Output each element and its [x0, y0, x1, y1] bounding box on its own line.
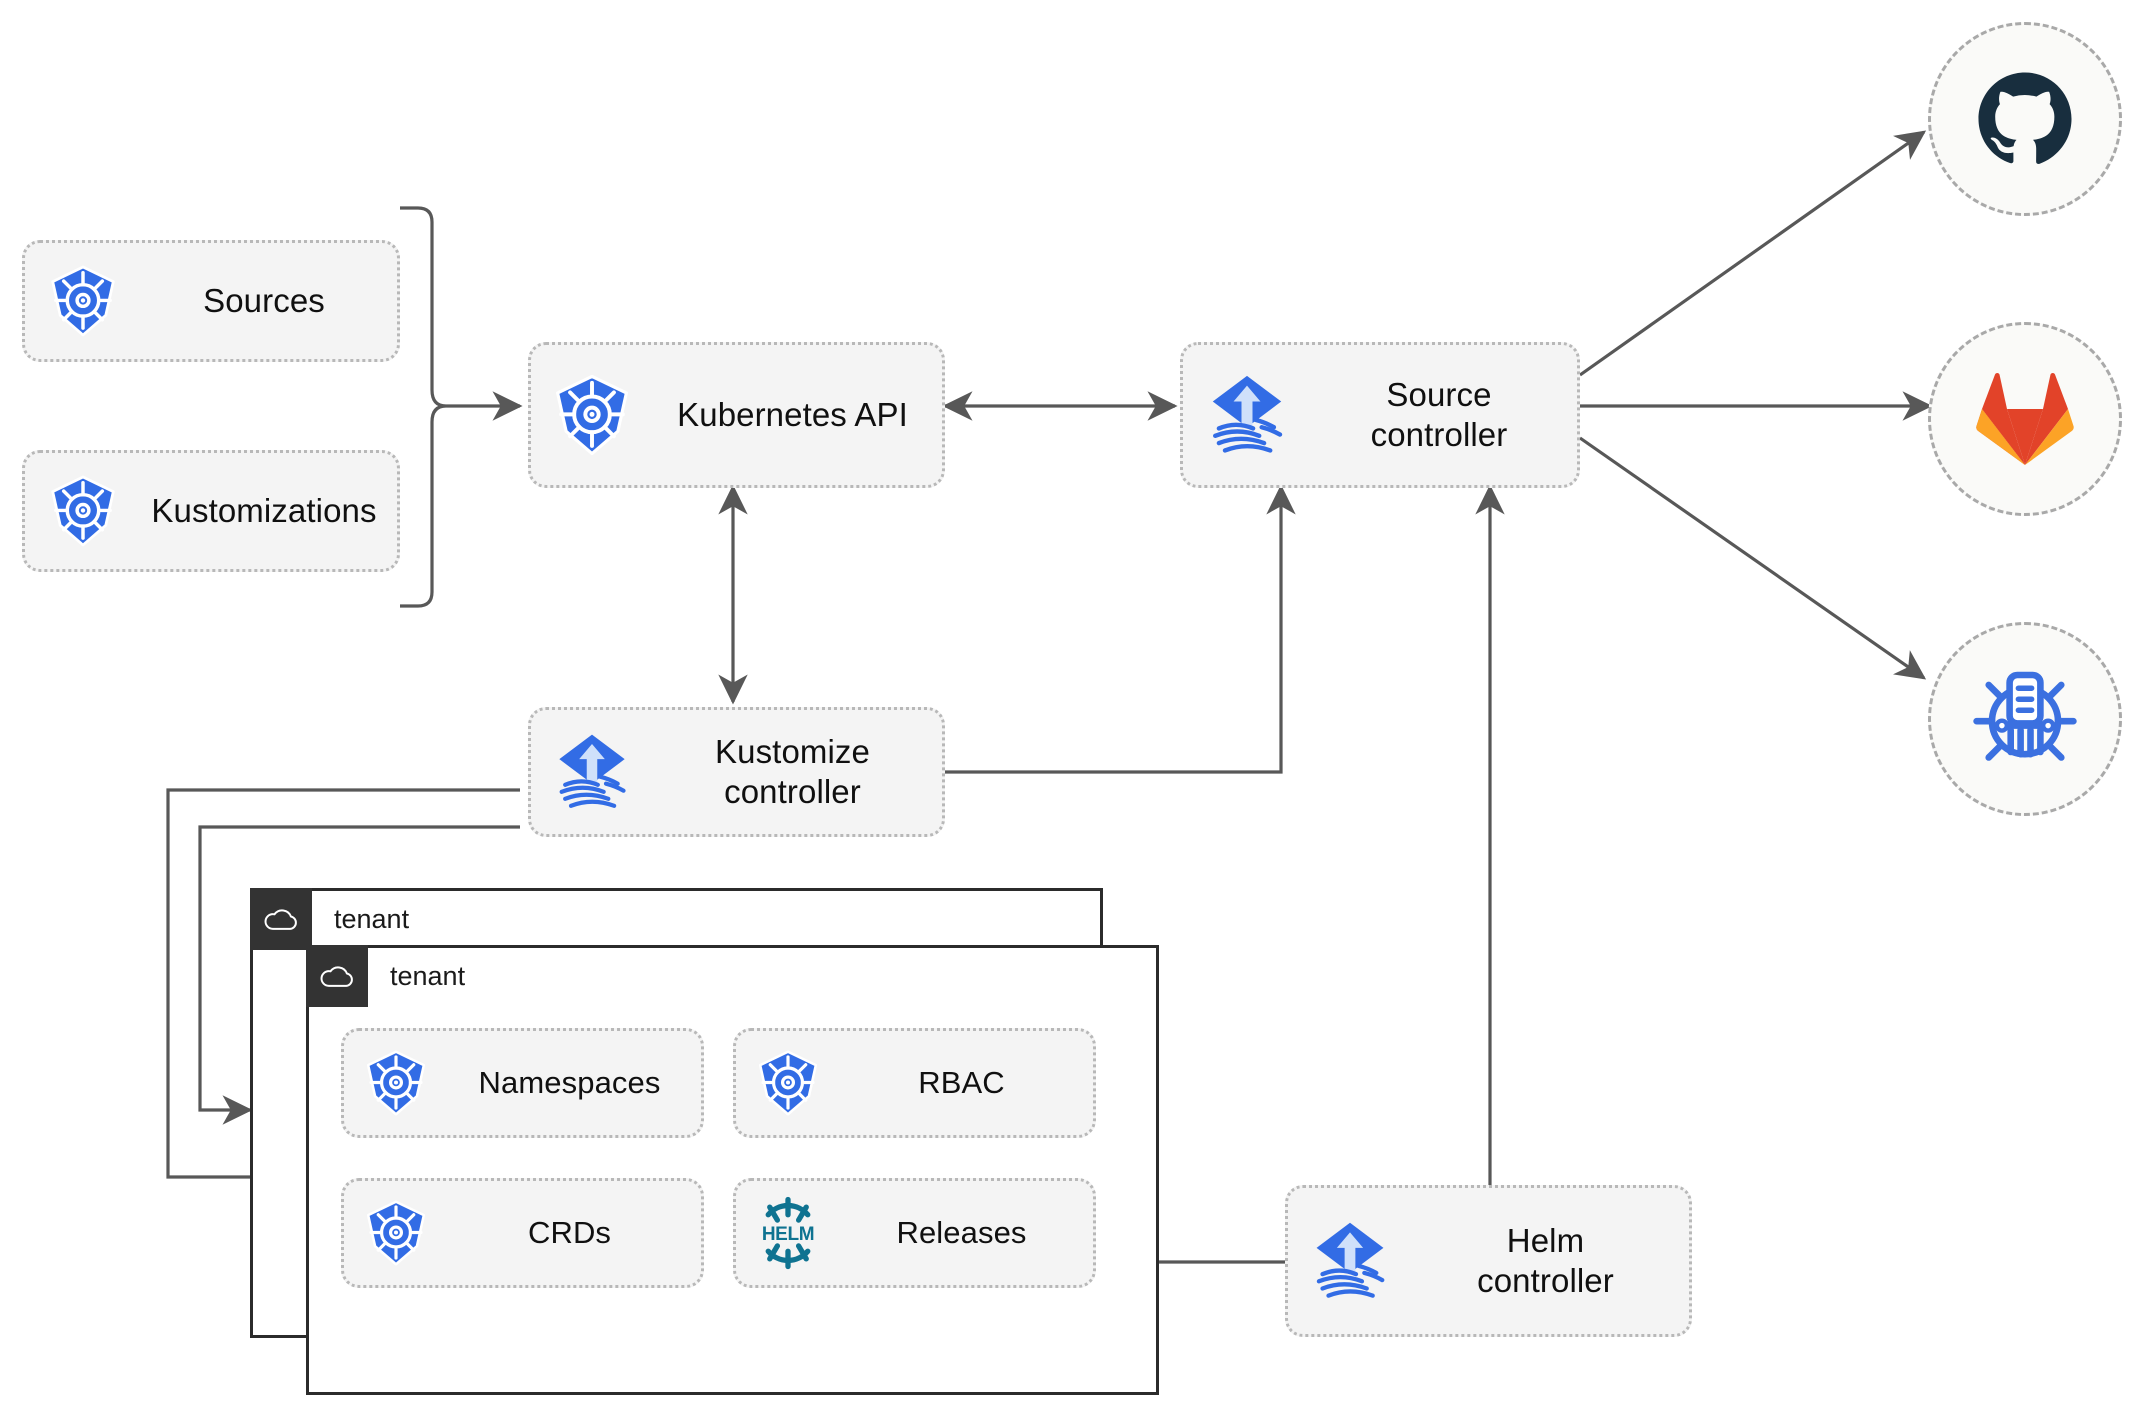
kubernetes-icon	[736, 1049, 840, 1117]
tenant-front-tab: tenant	[306, 945, 465, 1007]
node-kubernetes-api[interactable]: Kubernetes API	[528, 342, 945, 488]
gitlab-icon	[1976, 373, 2074, 465]
node-kustomize-controller-label: Kustomize controller	[715, 732, 870, 810]
node-helm-controller[interactable]: Helm controller	[1285, 1185, 1692, 1337]
node-kustomize-controller[interactable]: Kustomize controller	[528, 707, 945, 837]
node-source-controller[interactable]: Source controller	[1180, 342, 1580, 488]
node-namespaces-label: Namespaces	[478, 1065, 661, 1101]
node-rbac-label: RBAC	[918, 1065, 1005, 1101]
kubernetes-icon	[531, 373, 653, 457]
node-crds[interactable]: CRDs	[341, 1178, 704, 1288]
external-gitlab[interactable]	[1928, 322, 2122, 516]
tenant-panel-front[interactable]: tenant	[306, 945, 1159, 1395]
flux-icon	[531, 730, 653, 814]
tenant-back-tab: tenant	[250, 888, 409, 950]
external-helm-repository[interactable]	[1928, 622, 2122, 816]
node-releases[interactable]: HELM Releases	[733, 1178, 1096, 1288]
arrow-source-to-helm-repository	[1579, 436, 1927, 680]
tenant-back-label: tenant	[334, 903, 410, 934]
flux-icon	[1183, 371, 1311, 459]
tenant-front-label: tenant	[390, 960, 466, 991]
node-sources[interactable]: Sources	[22, 240, 400, 362]
external-github[interactable]	[1928, 22, 2122, 216]
github-icon	[1978, 72, 2072, 164]
node-kustomizations-label: Kustomizations	[151, 491, 377, 529]
node-sources-label: Sources	[203, 281, 325, 319]
node-kubernetes-api-label: Kubernetes API	[677, 395, 908, 433]
node-namespaces[interactable]: Namespaces	[341, 1028, 704, 1138]
kubernetes-icon	[25, 264, 141, 338]
arrow-source-to-github	[1579, 130, 1927, 377]
node-kustomizations[interactable]: Kustomizations	[22, 450, 400, 572]
node-rbac[interactable]: RBAC	[733, 1028, 1096, 1138]
kubernetes-icon	[344, 1049, 448, 1117]
node-crds-label: CRDs	[527, 1215, 612, 1251]
svg-text:HELM: HELM	[762, 1224, 814, 1245]
kubernetes-icon	[344, 1199, 448, 1267]
cloud-icon	[306, 945, 368, 1007]
cloud-icon	[250, 888, 312, 950]
node-helm-controller-label: Helm controller	[1477, 1221, 1614, 1299]
node-releases-label: Releases	[896, 1215, 1027, 1251]
helm-icon: HELM	[736, 1195, 840, 1271]
brace-connector	[400, 206, 447, 608]
arrow-kustomize-to-source	[945, 484, 1296, 774]
helm-repository-icon	[1973, 671, 2077, 761]
node-source-controller-label: Source controller	[1370, 375, 1508, 453]
flux-icon	[1288, 1218, 1412, 1304]
kubernetes-icon	[25, 474, 141, 548]
